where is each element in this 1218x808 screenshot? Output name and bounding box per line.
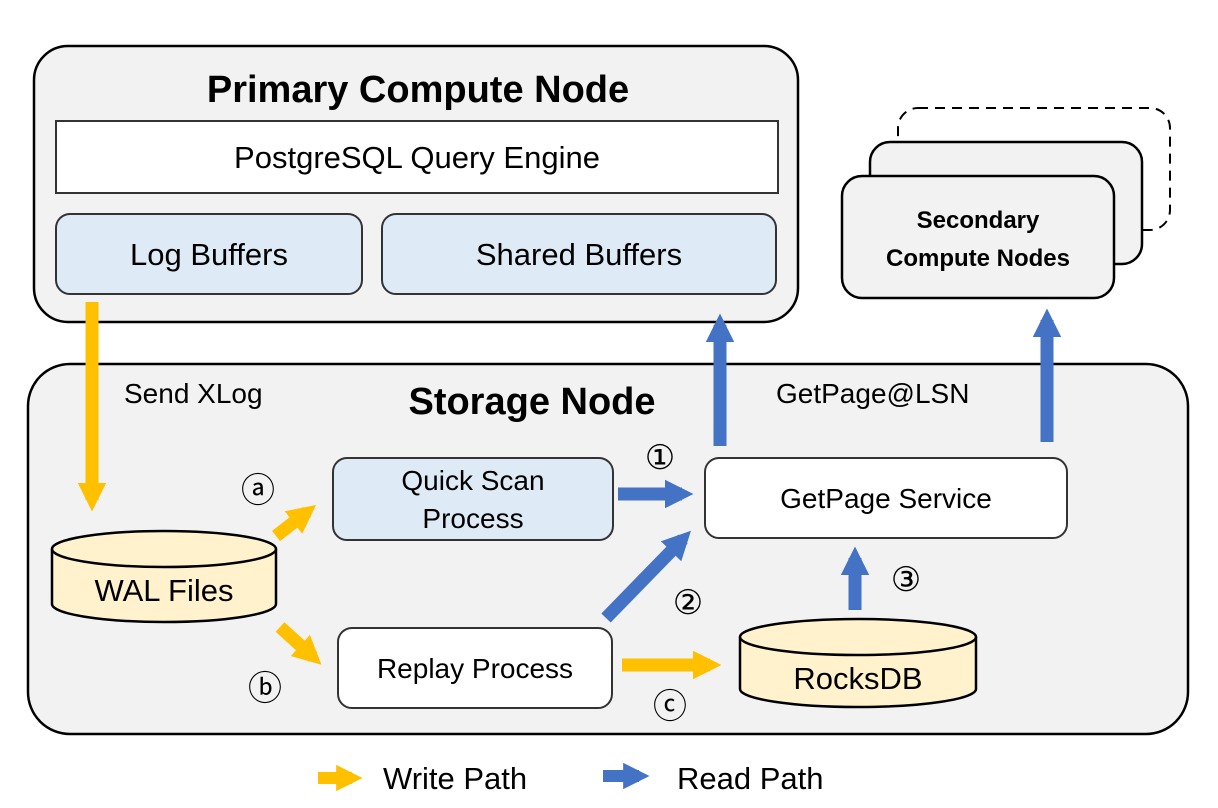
replay-process-label: Replay Process [377,653,573,684]
replay-process-box [337,627,613,709]
secondary-nodes-label-line1: Secondary [917,207,1040,234]
query-engine-box [55,120,779,194]
marker-c: ⓒ [653,688,687,726]
quick-scan-process-box [332,457,614,541]
rocksdb-label: RocksDB [793,661,922,696]
marker-b: ⓑ [248,670,282,708]
getpage-service-label: GetPage Service [780,483,992,514]
quick-scan-label-line2: Process [422,503,523,534]
getpage-lsn-label: GetPage@LSN [776,378,969,409]
getpage-service-box [704,457,1068,539]
log-buffers-label: Log Buffers [130,237,288,272]
primary-compute-node-title: Primary Compute Node [207,69,629,111]
legend-read-label: Read Path [677,761,824,796]
wal-files-label: WAL Files [95,573,234,608]
rocksdb-cylinder [738,617,978,709]
legend-write-label: Write Path [383,761,527,796]
wal-files-cylinder [50,529,278,624]
marker-3: ③ [891,561,921,599]
legend: Write Path Read Path [318,761,824,796]
write-arrow-b [275,622,322,665]
secondary-nodes-label-line2: Compute Nodes [886,245,1070,272]
read-arrow-2 [601,530,691,623]
shared-buffers-label: Shared Buffers [476,237,682,272]
send-xlog-label: Send XLog [124,378,263,409]
log-buffers-box [55,213,363,295]
write-arrow-a [272,504,317,542]
secondary-node-front [840,174,1116,300]
quick-scan-label-line1: Quick Scan [401,465,544,496]
storage-node-title: Storage Node [408,381,655,423]
shared-buffers-box [381,213,777,295]
marker-2: ② [673,584,703,622]
query-engine-label: PostgreSQL Query Engine [234,140,600,175]
marker-1: ① [645,439,675,477]
marker-a: ⓐ [241,472,275,510]
